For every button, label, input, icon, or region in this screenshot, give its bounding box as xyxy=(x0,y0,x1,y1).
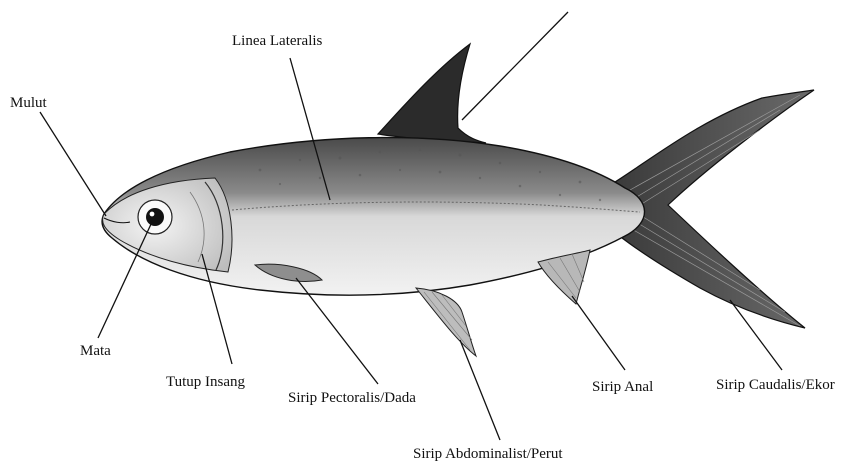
leader-dorsal xyxy=(462,12,568,120)
label-mata: Mata xyxy=(80,342,111,360)
label-tutup-insang: Tutup Insang xyxy=(166,373,245,391)
leader-mulut xyxy=(40,112,106,216)
label-mulut: Mulut xyxy=(10,94,47,112)
dorsal-fin xyxy=(378,44,486,143)
label-linea-lateralis: Linea Lateralis xyxy=(232,32,322,50)
cropped-label-fragment xyxy=(548,0,552,8)
leader-anal xyxy=(572,296,625,370)
label-sirip-caudalis: Sirip Caudalis/Ekor xyxy=(716,376,835,394)
label-sirip-pectoralis: Sirip Pectoralis/Dada xyxy=(288,389,416,407)
label-sirip-anal: Sirip Anal xyxy=(592,378,653,396)
leader-abdominal xyxy=(460,340,500,440)
label-sirip-abdominalis: Sirip Abdominalist/Perut xyxy=(413,445,563,463)
